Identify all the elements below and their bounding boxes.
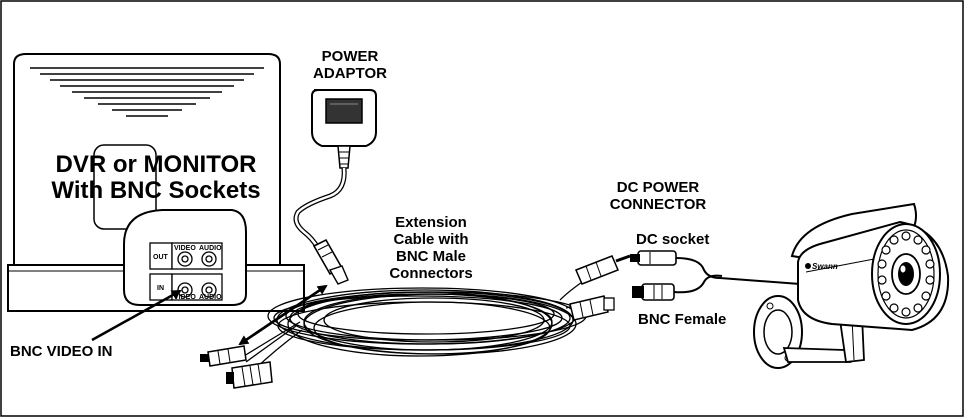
extension-cable-label-line2: Cable with [393,231,468,248]
extension-left-bnc-male [226,361,273,389]
bullet-camera: Swann [753,202,950,369]
camera-bnc-female [632,283,675,301]
connector-panel: OUT IN VIDEO AUDIO VIDEO AUDIO [123,209,247,306]
panel-audio-label-top: AUDIO [199,245,222,252]
bnc-video-in-label: BNC VIDEO IN [10,343,113,360]
extension-cable-coil [243,277,597,375]
extension-cable-label-line4: Connectors [389,265,472,282]
dc-socket-label: DC socket [636,231,709,248]
panel-out-label: OUT [153,254,169,261]
panel-video-label-bottom: VIDEO [174,294,196,301]
camera-dc-socket [630,250,677,266]
power-adaptor-label-line2: ADAPTOR [313,65,387,82]
panel-audio-label-bottom: AUDIO [199,294,222,301]
bnc-video-in-pointer [91,289,182,342]
camera-brand-logo: Swann [812,262,838,271]
panel-video-label-top: VIDEO [174,245,196,252]
dc-power-connector-label-line1: DC POWER [617,179,700,196]
bnc-female-label: BNC Female [638,311,726,328]
monitor-vents [30,67,264,117]
camera-pigtail [673,257,801,294]
extension-right-bnc-male [569,295,615,321]
extension-cable-label-line3: BNC Male [396,248,466,265]
extension-left-dc-plug [200,345,247,367]
extension-cable-label-line1: Extension [395,214,467,231]
dvr-label-line2: With BNC Sockets [51,177,260,204]
dc-power-connector-label-line2: CONNECTOR [610,196,707,213]
camera-ir-leds [877,231,935,317]
panel-in-label: IN [157,285,164,292]
power-adaptor [293,89,377,285]
extension-right-dc-plug [575,254,631,285]
power-adaptor-label-line1: POWER [322,48,379,65]
dvr-label-line1: DVR or MONITOR [56,151,257,178]
